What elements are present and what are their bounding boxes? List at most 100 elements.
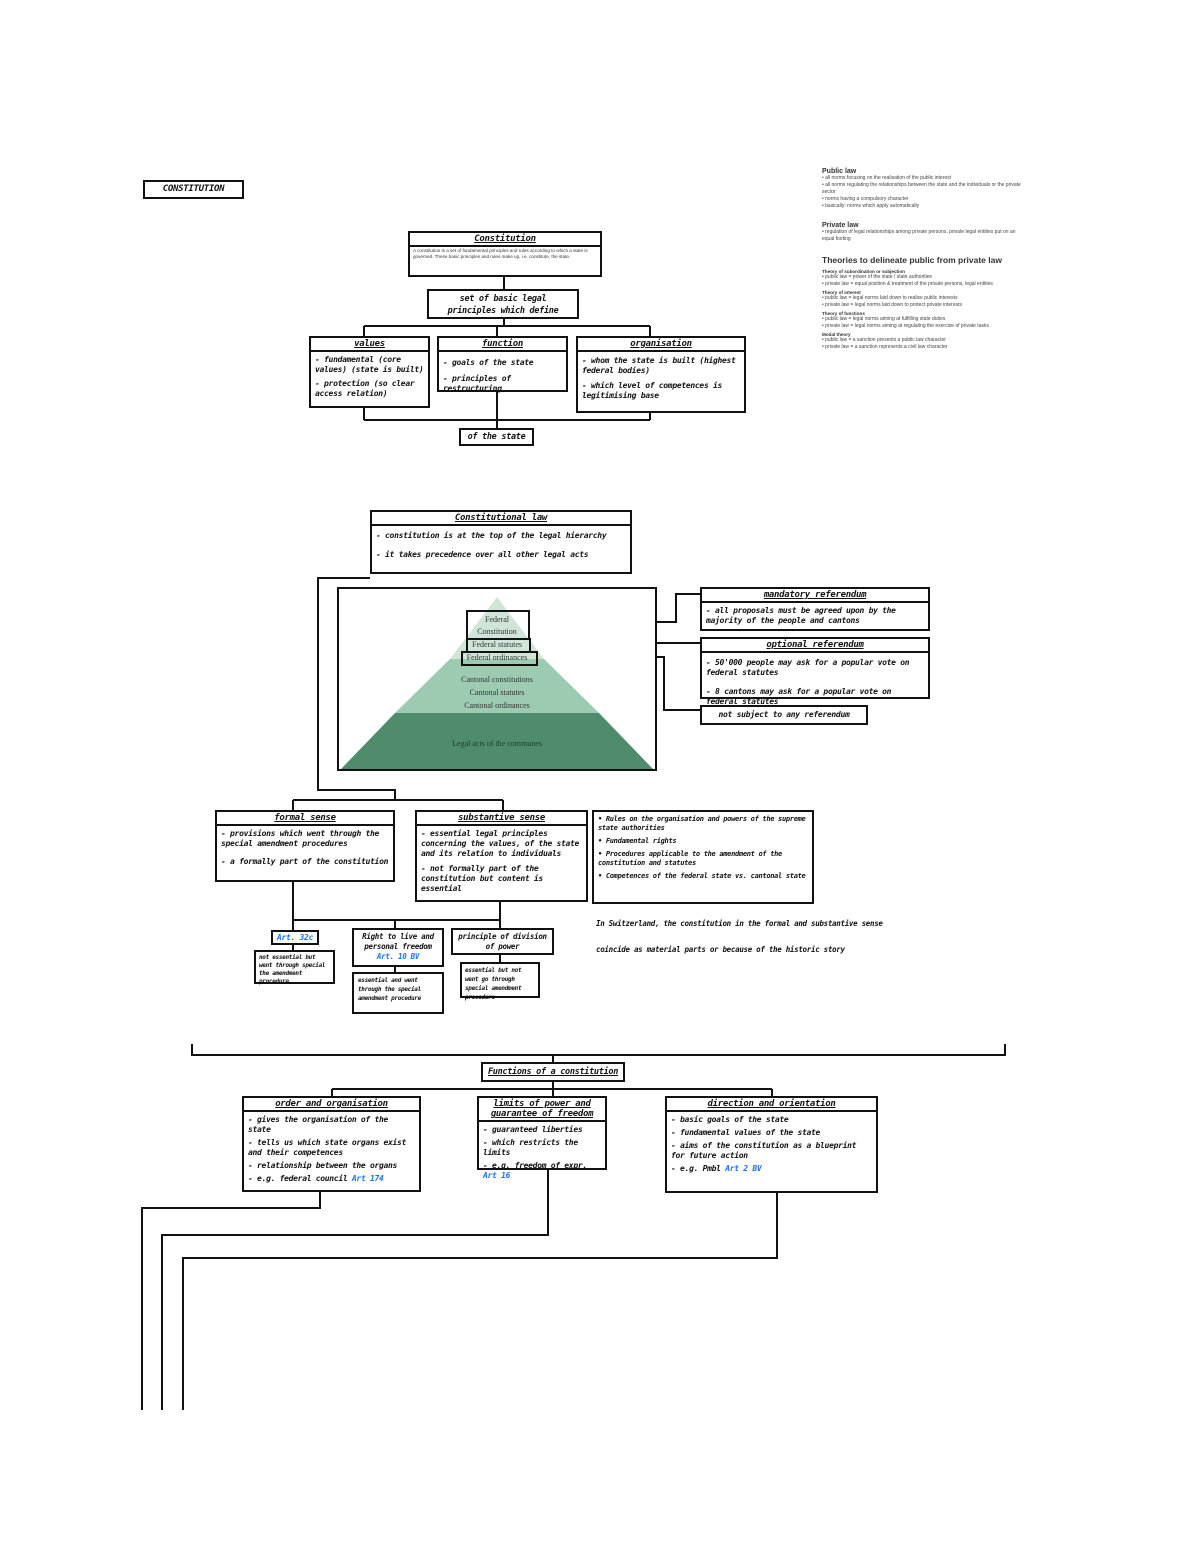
function-title: function [439,338,566,352]
substantive-sense-item: - not formally part of the constitution … [421,864,543,893]
constitutional-law-item: - it takes precedence over all other leg… [376,550,589,559]
function-limits-example: - e.g. freedom of expr. [483,1161,587,1170]
pyramid-tier [450,597,544,659]
theory-name: Theory of subordination or subjection [822,269,905,274]
values-box: values - fundamental (core values) (stat… [309,336,430,408]
switzerland-note-line: coincide as material parts or because of… [596,945,845,954]
pyramid-level: Federal ordinances [466,653,528,662]
public-law-item: • basically: norms which apply automatic… [822,203,920,209]
private-law-heading: Private law [822,222,859,229]
constitutional-law-box: Constitutional law - constitution is at … [370,510,632,574]
pyramid-tier [395,659,599,713]
public-law-item: • all norms regulating the relationships… [822,182,1021,195]
private-law-item: • regulation of legal relationships amon… [822,229,1016,242]
theory-item: • private law = equal position & treatme… [822,281,993,287]
example-art-32c-note: not essential but went through special t… [254,950,335,985]
function-direction-example: - e.g. Pmbl [671,1164,721,1173]
example-art-32c: Art. 32c [271,930,319,945]
theory-name: Theory of functions [822,311,865,316]
formal-sense-item: - a formally part of the constitution [221,857,389,866]
example-division-of-power: principle of division of power [451,928,554,955]
pyramid-level: Cantonal constitutions [461,675,533,684]
function-limits-title: limits of power and guarantee of freedom [479,1098,605,1122]
of-the-state-box: of the state [459,428,534,446]
not-subject-referendum-box: not subject to any referendum [700,705,868,725]
substantive-list-item: • Rules on the organisation and powers o… [598,815,806,832]
pyramid-shape [341,597,653,769]
function-direction-item: - e.g. Pmbl Art 2 BV [667,1164,876,1174]
theory-name: Modal theory [822,332,851,337]
function-order-item: - gives the organisation of the state [248,1115,389,1134]
highlight-constitution [466,610,530,640]
example-right-to-live-title: Right to live and personal freedom [362,932,434,951]
optional-referendum-box: optional referendum - 50'000 people may … [700,637,930,706]
public-private-law-panel: Public law • all norms focusing on the r… [822,168,1027,351]
formal-sense-box: formal sense - provisions which went thr… [215,810,395,882]
organisation-item: - which level of competences is legitimi… [582,381,723,400]
switzerland-note: In Switzerland, the constitution in the … [596,918,956,956]
theory-item: • public law = legal norms laid down to … [822,295,958,301]
function-order-item: - e.g. federal council Art 174 [244,1174,419,1184]
function-limits-ref: Art 16 [483,1171,511,1180]
example-right-to-live-note: essential and went through the special a… [352,972,444,1014]
function-direction-ref: Art 2 BV [725,1164,762,1173]
switzerland-note-line: In Switzerland, the constitution in the … [596,919,883,928]
public-law-heading: Public law [822,168,857,175]
theory-item: • private law = a sanction represents a … [822,344,948,350]
function-direction-item: - aims of the constitution as a blueprin… [671,1141,857,1160]
substantive-sense-item: - essential legal principles concerning … [421,829,580,858]
function-order-example: - e.g. federal council [248,1174,348,1183]
legal-hierarchy-pyramid: Federal Constitution Federal statutes Fe… [337,587,657,771]
substantive-list-item: • Competences of the federal state vs. c… [598,872,806,880]
values-title: values [311,338,428,352]
function-limits-item: - which restricts the limits [483,1138,578,1157]
function-direction-box: direction and orientation - basic goals … [665,1096,878,1193]
organisation-box: organisation - whom the state is built (… [576,336,746,413]
function-order-title: order and organisation [244,1098,419,1112]
pyramid-level: Legal acts of the communes [452,739,542,748]
organisation-item: - whom the state is built (highest feder… [582,356,736,375]
optional-referendum-title: optional referendum [702,639,928,653]
page-heading: CONSTITUTION [143,180,244,199]
mandatory-referendum-title: mandatory referendum [702,589,928,603]
optional-referendum-item: - 50'000 people may ask for a popular vo… [706,658,910,677]
mandatory-referendum-box: mandatory referendum - all proposals mus… [700,587,930,631]
mandatory-referendum-item: - all proposals must be agreed upon by t… [706,606,896,625]
function-direction-item: - fundamental values of the state [671,1128,821,1137]
optional-referendum-item: - 8 cantons may ask for a popular vote o… [706,687,892,706]
function-order-ref: Art 174 [351,1174,384,1183]
pyramid-tier [341,713,653,769]
public-law-item: • all norms focusing on the realisation … [822,175,952,181]
function-order-item: - tells us which state organs exist and … [248,1138,407,1157]
substantive-list-item: • Procedures applicable to the amendment… [598,850,782,867]
set-of-principles-box: set of basic legal principles which defi… [427,289,579,319]
constitution-title: Constitution [410,233,600,247]
public-law-item: • norms having a compulsory character [822,196,909,202]
formal-sense-item: - provisions which went through the spec… [221,829,380,848]
function-direction-item: - basic goals of the state [671,1115,789,1124]
pyramid-level: Federal [485,615,509,624]
pyramid-level: Constitution [477,627,517,636]
theory-item: • private law = legal norms aiming at re… [822,323,989,329]
function-limits-box: limits of power and guarantee of freedom… [477,1096,607,1180]
highlight-federal-ordinances [461,651,538,666]
constitutional-law-item: - constitution is at the top of the lega… [376,531,607,540]
substantive-list-box: • Rules on the organisation and powers o… [592,810,814,904]
pyramid-level: Federal statutes [472,640,522,649]
function-box: function - goals of the state - principl… [437,336,568,393]
function-limits-item: - guaranteed liberties [483,1125,583,1134]
substantive-sense-box: substantive sense - essential legal prin… [415,810,588,902]
theories-heading: Theories to delineate public from privat… [822,255,1002,265]
theory-item: • private law = legal norms laid down to… [822,302,963,308]
organisation-title: organisation [578,338,744,352]
substantive-sense-title: substantive sense [417,812,586,826]
constitution-definition: A constitution is a set of fundamental p… [413,248,588,259]
example-division-of-power-note: essential but not went go through specia… [460,962,540,1001]
constitutional-law-title: Constitutional law [372,512,630,526]
function-item: - goals of the state [443,358,534,367]
function-item: - principles of restructuring [443,374,511,393]
theory-name: Theory of interest [822,290,861,295]
functions-title-box: Functions of a constitution [481,1062,625,1082]
function-limits-item: - e.g. freedom of expr. Art 16 [479,1161,605,1181]
formal-sense-title: formal sense [217,812,393,826]
